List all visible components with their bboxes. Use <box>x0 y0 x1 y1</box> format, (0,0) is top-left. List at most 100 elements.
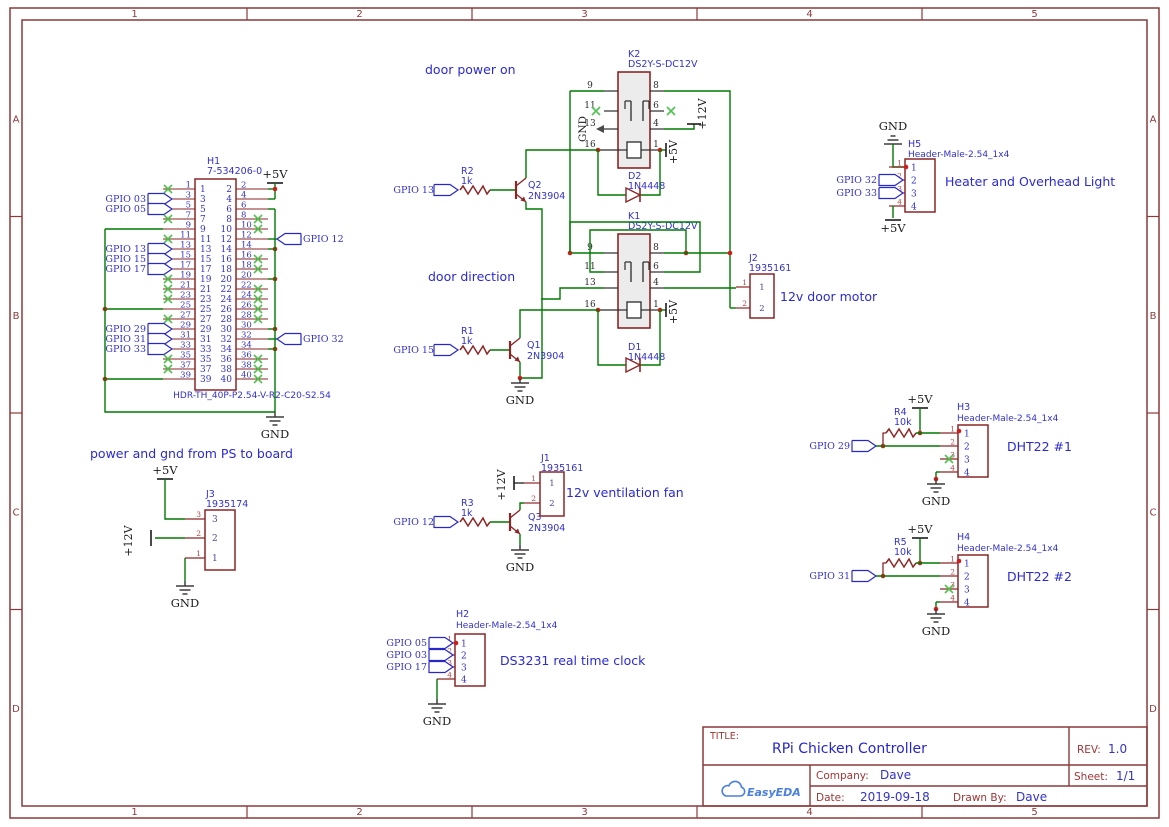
pin-number: 8 <box>226 215 232 225</box>
pin-number: 2 <box>759 304 764 314</box>
pin-number: 1 <box>447 635 452 644</box>
frame-col-label: 5 <box>1031 9 1037 20</box>
power-label: +5V <box>152 463 178 477</box>
annotation: DHT22 #2 <box>1007 569 1072 584</box>
component-footprint: HDR-TH_40P-P2.54-V-R2-C20-S2.54 <box>173 391 331 401</box>
pin-number: 19 <box>200 275 212 285</box>
pin-number: 11 <box>200 235 211 245</box>
pin-number: 13 <box>180 241 191 251</box>
power-label: +12V <box>696 97 709 129</box>
sheet-label: Sheet: <box>1074 771 1108 783</box>
net-flag <box>433 183 460 197</box>
component-ref: D1 <box>628 342 641 353</box>
component-value: DS2Y-S-DC12V <box>628 221 698 232</box>
frame-col-label: 3 <box>581 807 587 818</box>
pin-number: 35 <box>180 351 191 361</box>
frame-col-label: 5 <box>1031 807 1037 818</box>
net-flag <box>147 322 174 336</box>
power-label: +5V <box>907 522 933 536</box>
component-ref: H1 <box>207 156 220 167</box>
pin-number: 16 <box>221 255 233 265</box>
wire <box>597 150 626 196</box>
frame-row-label: B <box>1150 311 1157 322</box>
pin-number: 9 <box>200 225 206 235</box>
pin-number: 1 <box>212 554 218 564</box>
pin-number: 3 <box>461 664 467 674</box>
component-value: DS2Y-S-DC12V <box>628 59 698 70</box>
annotation: 12v door motor <box>780 289 878 304</box>
pin-number: 23 <box>200 295 212 305</box>
pin-number: 1 <box>759 283 764 293</box>
frame-col-label: 1 <box>131 9 137 20</box>
net-flag <box>851 569 878 583</box>
no-connect-x-icon <box>163 364 173 374</box>
relay-coil <box>626 141 642 159</box>
pin-number: 8 <box>653 81 659 91</box>
annotation: DS3231 real time clock <box>500 653 646 668</box>
rev-label: REV: <box>1077 744 1101 756</box>
annotation: Heater and Overhead Light <box>945 174 1115 189</box>
gnd-label: GND <box>922 624 950 638</box>
frame-col-label: 4 <box>806 807 812 818</box>
wire <box>520 202 543 379</box>
no-connect-x-icon <box>253 254 263 264</box>
pin-number: 13 <box>584 278 596 288</box>
pin-number: 2 <box>461 652 467 662</box>
gpio-net-label: GPIO 33 <box>105 344 146 355</box>
j3-body <box>204 509 236 571</box>
net-flag <box>147 192 174 206</box>
component-ref: R5 <box>894 537 907 548</box>
gpio-net-label: GPIO 03 <box>386 650 427 661</box>
pin-number: 6 <box>241 201 246 211</box>
net-flag <box>147 262 174 276</box>
net-flag <box>275 232 302 246</box>
pin-number: 14 <box>221 245 233 255</box>
component-value: 2N3904 <box>527 351 564 362</box>
wire <box>519 309 598 338</box>
pin-number: 7 <box>200 215 206 225</box>
pin-number: 32 <box>221 335 232 345</box>
no-connect-x-icon <box>944 454 954 464</box>
drawn-by-value: Dave <box>1016 790 1047 804</box>
gpio-net-label: GPIO 31 <box>105 334 146 345</box>
h2-body <box>454 633 486 687</box>
pin-number: 1 <box>911 164 917 174</box>
pin-number: 30 <box>221 325 233 335</box>
component-value: Header-Male-2.54_1x4 <box>957 544 1059 554</box>
transistor-symbol <box>509 509 521 519</box>
no-connect-x-icon <box>163 294 173 304</box>
no-connect-x-icon <box>163 274 173 284</box>
pin-number: 22 <box>241 281 252 291</box>
pin-number: 3 <box>196 510 201 519</box>
pin-number: 4 <box>653 278 659 288</box>
no-connect-x-icon <box>163 354 173 364</box>
wire <box>664 124 695 130</box>
gnd-label: GND <box>879 119 907 133</box>
pin-number: 4 <box>950 594 955 603</box>
pin-number: 16 <box>584 300 596 310</box>
frame-row-label: C <box>1150 507 1157 518</box>
component-value: 1k <box>461 508 473 519</box>
pin-number: 38 <box>241 361 252 371</box>
pin-number: 4 <box>447 671 452 680</box>
gpio-net-label: GPIO 13 <box>393 185 434 196</box>
pin-number: 6 <box>653 262 659 272</box>
no-connect-x-icon <box>253 314 263 324</box>
pin-number: 34 <box>221 345 233 355</box>
gpio-net-label: GPIO 17 <box>386 662 427 673</box>
pin-number: 1 <box>200 185 206 195</box>
pin-number: 17 <box>200 265 212 275</box>
frame-col-label: 1 <box>131 807 137 818</box>
pin-number: 40 <box>221 375 233 385</box>
diode-symbol <box>625 186 642 204</box>
pin-number: 1 <box>964 560 970 570</box>
h3-body <box>957 424 989 478</box>
pin-number: 1 <box>531 474 536 483</box>
pin-number: 8 <box>241 211 246 221</box>
frame-row-label: B <box>13 311 20 322</box>
gpio-net-label: GPIO 29 <box>809 441 850 452</box>
pin-number: 20 <box>221 275 233 285</box>
j2-body <box>749 273 775 319</box>
pin-number: 18 <box>241 261 252 271</box>
pin-number: 1 <box>196 549 201 558</box>
